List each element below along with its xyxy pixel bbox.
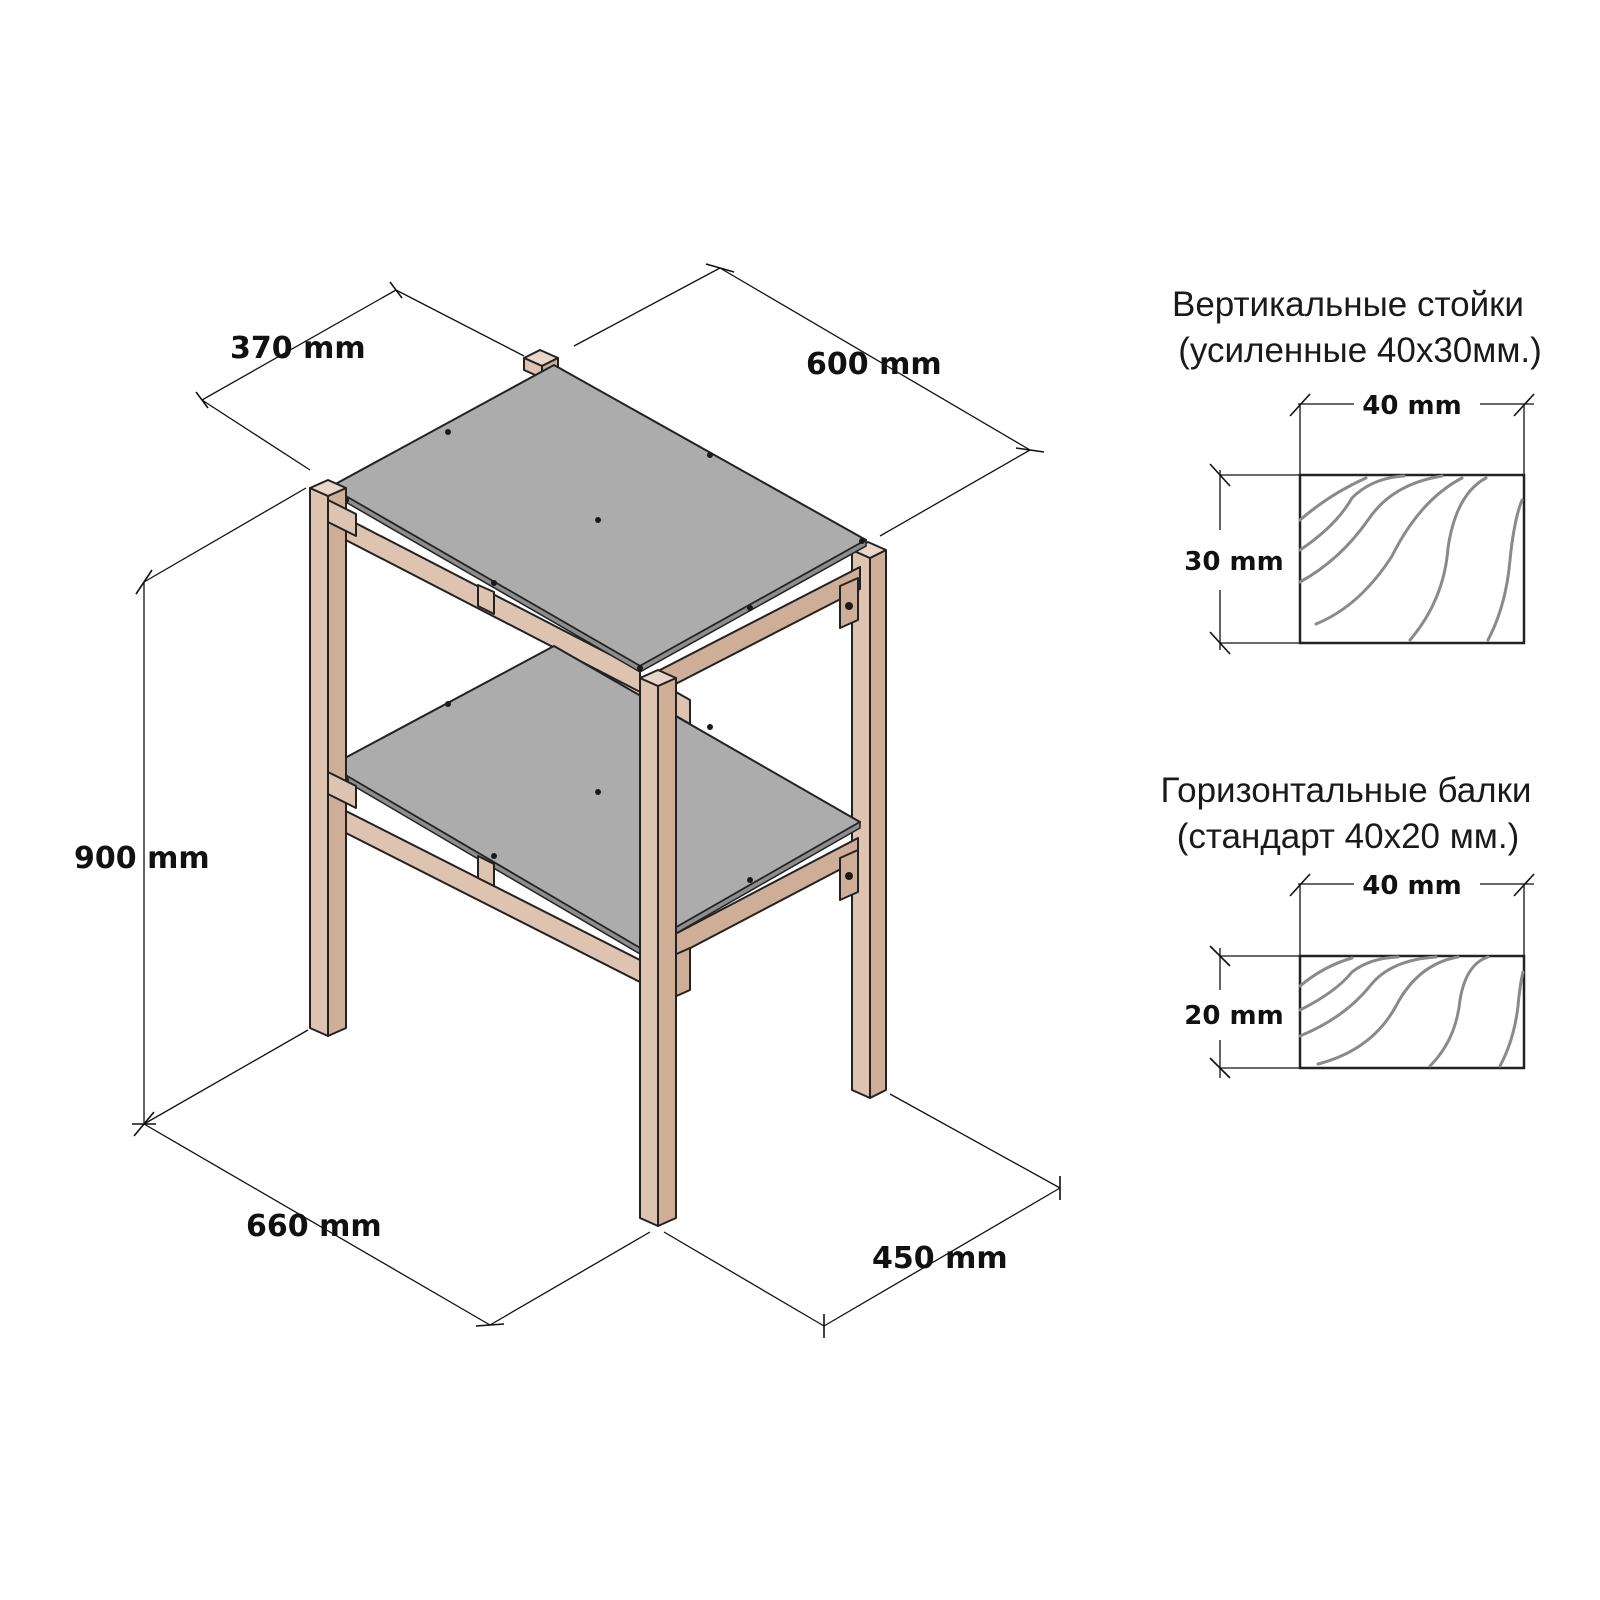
horizontal-width-label: 40 mm: [1362, 871, 1461, 901]
front-left-leg: [309, 479, 357, 1037]
dim-label-height: 900 mm: [74, 841, 210, 876]
horizontal-section-subtitle: (стандарт 40х20 мм.): [1177, 817, 1520, 856]
bottom-board: [329, 645, 861, 949]
dimension-lines: [132, 263, 1061, 1338]
vertical-post-profile: [1298, 473, 1526, 645]
horizontal-beam-profile: [1298, 954, 1526, 1070]
dim-label-top-depth: 370 mm: [230, 331, 366, 366]
vertical-section-subtitle: (усиленные 40х30мм.): [1178, 331, 1542, 370]
vertical-section-title: Вертикальные стойки: [1172, 285, 1524, 324]
horizontal-height-label: 20 mm: [1184, 1001, 1283, 1031]
vertical-height-label: 30 mm: [1184, 547, 1283, 577]
horizontal-beam-section: Горизонтальные балки (стандарт 40х20 мм.…: [1161, 771, 1535, 1079]
front-corner-leg: [639, 669, 691, 1227]
top-shelf: [329, 364, 867, 693]
shelving-unit: [309, 349, 887, 1227]
vertical-post-section: Вертикальные стойки (усиленные 40х30мм.)…: [1172, 285, 1542, 655]
dim-label-top-width: 600 mm: [806, 347, 942, 382]
dim-label-bottom-depth: 450 mm: [872, 1241, 1008, 1276]
dim-label-bottom-width: 660 mm: [246, 1209, 382, 1244]
bottom-shelf: [329, 645, 861, 999]
horizontal-section-title: Горизонтальные балки: [1161, 771, 1532, 810]
vertical-width-label: 40 mm: [1362, 391, 1461, 421]
